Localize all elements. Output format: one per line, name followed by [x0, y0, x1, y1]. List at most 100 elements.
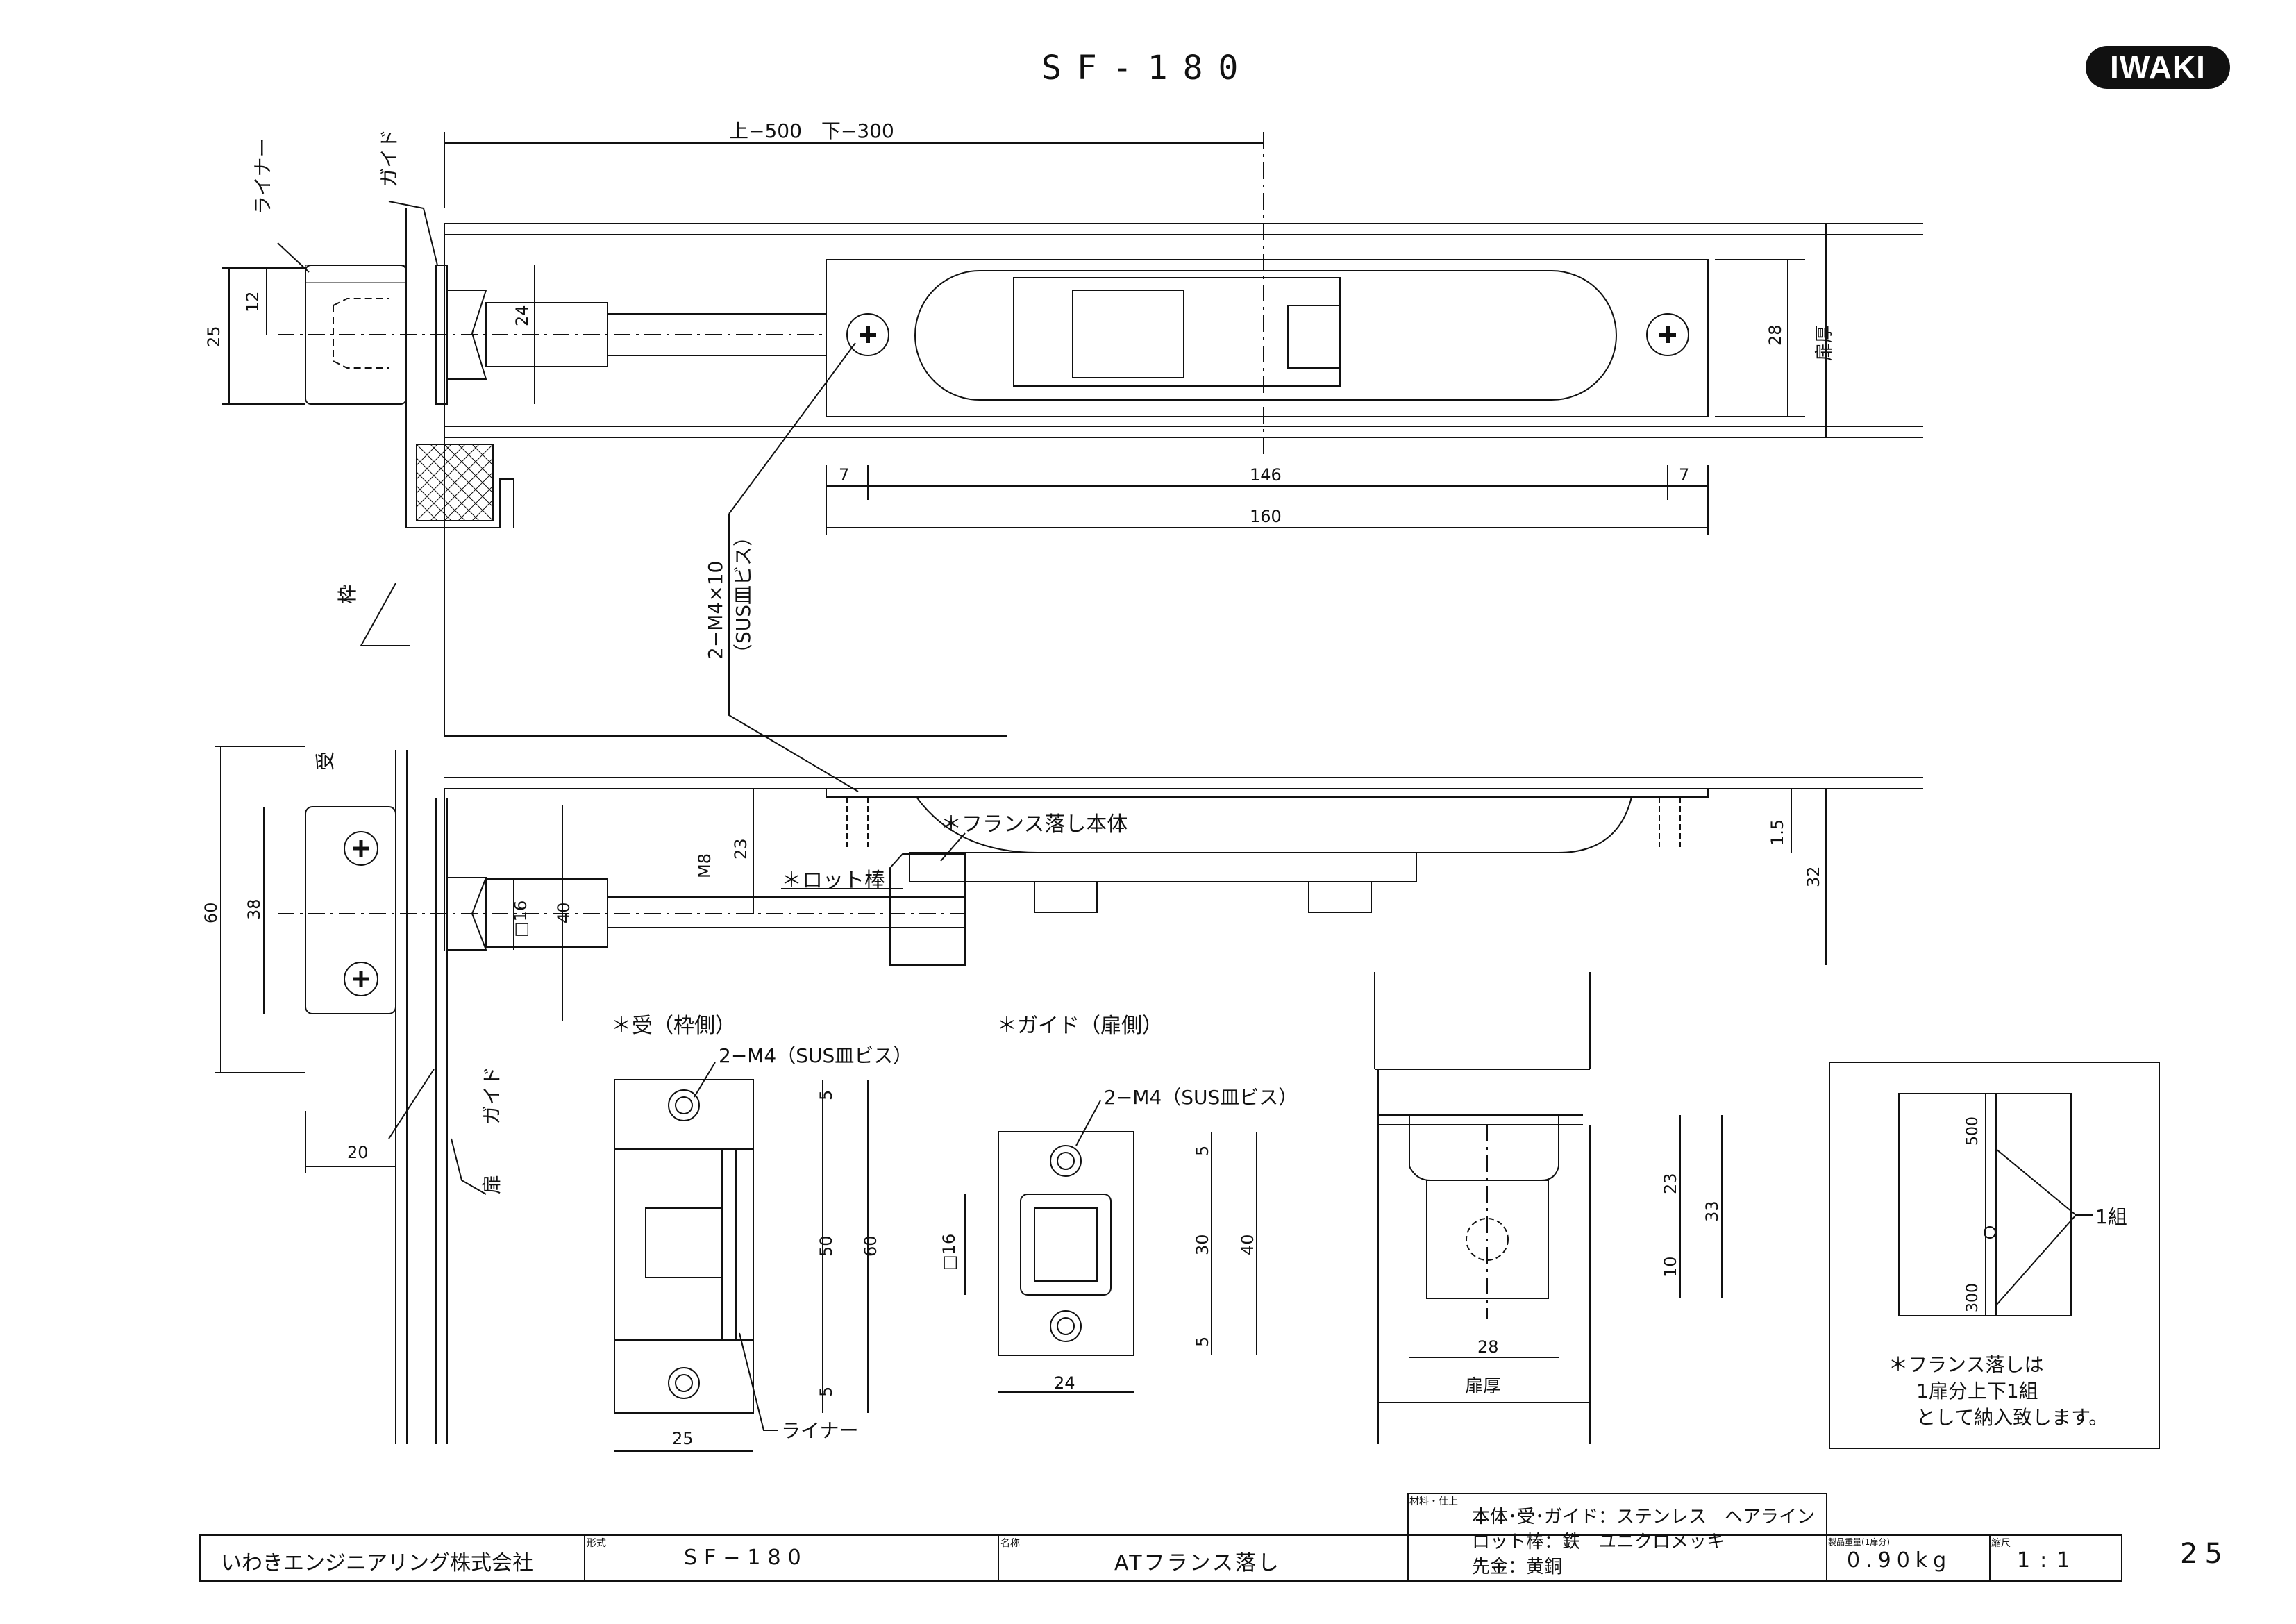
dim-16-guide: □16 [939, 1234, 959, 1271]
scale-cell [1989, 1534, 2122, 1582]
dim-7-right: 7 [1679, 465, 1689, 485]
dim-20: 20 [347, 1143, 369, 1162]
dim-5-bottom-guide: 5 [1193, 1337, 1212, 1347]
leader-line [728, 514, 859, 792]
leader-line [1995, 1148, 2077, 1216]
side-view [215, 746, 1923, 1444]
dim-160: 160 [1250, 507, 1282, 526]
end-view [1374, 972, 1723, 1444]
hidden-line [333, 298, 389, 369]
dim-7-left: 7 [839, 465, 849, 485]
dim-60-receiver: 60 [861, 1235, 880, 1257]
leader-line [388, 1069, 435, 1139]
rod-length-dimension: 上−500 下−300 [729, 119, 894, 142]
receiver-detail-title: ＊受（枠側） [611, 1014, 736, 1038]
material-line-1: 本体･受･ガイド：ステンレス ヘアライン [1472, 1507, 1816, 1527]
guide-square-inner [1034, 1207, 1098, 1282]
guide-tab [1034, 881, 1098, 913]
top-view [222, 132, 1923, 792]
dim-24: 24 [512, 305, 532, 326]
scale-value: 1:1 [2017, 1548, 2080, 1573]
note-frame [1829, 1062, 2160, 1449]
liner-strip [305, 265, 407, 283]
door-outline [1374, 972, 1591, 1070]
label-one-set: 1組 [2095, 1205, 2127, 1228]
receiver-detail [614, 1062, 869, 1452]
leader-line [1995, 1214, 2077, 1306]
note-line-2: 1扉分上下1組 [1916, 1380, 2038, 1403]
rod-guide-channel [909, 852, 1417, 882]
hidden-hole [1466, 1218, 1509, 1261]
leader-line [451, 1138, 487, 1195]
dim-500: 500 [1964, 1116, 1981, 1146]
screw-head [846, 313, 889, 356]
weight-label: 製品重量(1扉分) [1828, 1537, 1890, 1547]
label-frame: 枠 [336, 585, 359, 604]
dim-50: 50 [816, 1235, 836, 1257]
leader-line [694, 1062, 716, 1098]
guide-plate [998, 1131, 1134, 1356]
product-name: ATフランス落し [1114, 1551, 1281, 1575]
screw-hole [1050, 1310, 1082, 1342]
guide-detail-title: ＊ガイド（扉側） [996, 1014, 1163, 1038]
iwaki-logo: IWAKI [2086, 46, 2230, 89]
set-note-box [1829, 1062, 2160, 1449]
dim-5-bottom-receiver: 5 [816, 1387, 836, 1397]
handle-icon [1984, 1226, 1996, 1239]
screw-hole-inner [1057, 1317, 1075, 1335]
dim-23-end: 23 [1661, 1173, 1680, 1194]
dim-60-side: 60 [201, 902, 221, 923]
dim-m8: M8 [695, 853, 714, 878]
slide-stop [1287, 305, 1341, 369]
leader-line [277, 242, 310, 273]
dim-40-side: 40 [554, 902, 573, 923]
company-name: いわきエンジニアリング株式会社 [221, 1551, 533, 1575]
label-guide-side: ガイド [480, 1066, 503, 1125]
dim-38-side: 38 [244, 898, 264, 920]
leader-line [728, 342, 856, 514]
name-label: 名称 [1000, 1538, 1020, 1549]
screw-head [344, 962, 378, 996]
dim-25: 25 [204, 326, 224, 347]
bolt-tip [446, 877, 487, 951]
model-value: SF−180 [684, 1546, 808, 1570]
label-guide-top: ガイド [378, 129, 401, 187]
screw-hole [668, 1367, 700, 1399]
rod-end-bracket [889, 853, 966, 966]
label-rod: ＊ロット棒 [781, 869, 885, 893]
receiver-pocket [614, 1148, 754, 1341]
square-hole [645, 1207, 723, 1278]
dim-5-top-guide: 5 [1193, 1146, 1212, 1156]
screw-hole [668, 1089, 700, 1121]
dim-146: 146 [1250, 465, 1282, 485]
hatch-lines [416, 444, 494, 521]
label-door-thickness: 扉厚 [1814, 325, 1835, 361]
dim-12: 12 [243, 291, 262, 312]
screw-head [1646, 313, 1689, 356]
dim-5-top-receiver: 5 [816, 1090, 836, 1100]
frame-profile [405, 208, 514, 528]
slide-lever-grip [1072, 290, 1184, 378]
guide-tab [1308, 881, 1372, 913]
receiver-side [305, 806, 396, 1014]
page-number: 25 [2180, 1538, 2229, 1570]
guide-square-hole [1020, 1194, 1112, 1296]
guide-detail [964, 1100, 1257, 1393]
note-line-3: として納入致します。 [1916, 1406, 2108, 1429]
dim-32: 32 [1804, 866, 1823, 887]
dim-24-guide: 24 [1054, 1373, 1075, 1393]
guide-screw-spec: 2−M4（SUS皿ビス） [1104, 1086, 1298, 1109]
screw-head [344, 831, 378, 866]
label-liner-top: ライナー [251, 138, 274, 215]
slide-lever [1013, 277, 1341, 387]
weight-value: 0.90kg [1847, 1548, 1952, 1573]
leader-line [739, 1332, 778, 1431]
label-liner-detail: ライナー [781, 1419, 858, 1442]
label-receiver: 受 [314, 751, 337, 771]
receiver-plate [614, 1079, 754, 1414]
leader-line [388, 201, 438, 266]
dim-23-side: 23 [731, 838, 751, 860]
screw-cross-icon [1659, 326, 1676, 343]
screw-hole-inner [675, 1374, 693, 1392]
